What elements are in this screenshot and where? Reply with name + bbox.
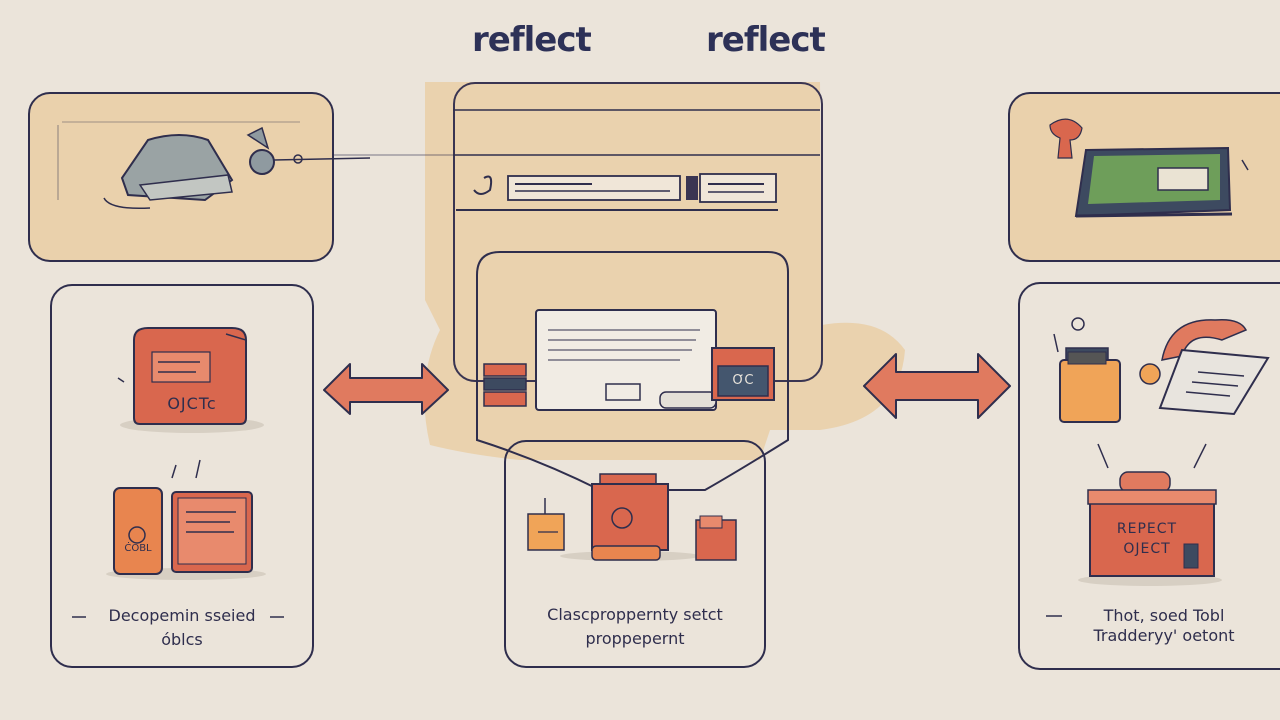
toolbox-label-line2: OJECT — [1123, 541, 1171, 557]
toolbar-bar — [456, 173, 778, 211]
hand-icon — [711, 347, 775, 401]
box-label: OJCTc — [167, 394, 217, 413]
question-icon — [695, 515, 737, 561]
phone-label: ĊOBL — [124, 543, 152, 554]
double-arrow-icon — [863, 353, 1011, 419]
title-left: reflect — [472, 20, 592, 60]
caption-bottom-right-line1: Thot, soed Tobl — [1103, 606, 1225, 625]
caption-bottom-center-line1: Clascproppernty setct — [547, 605, 723, 624]
tablet-icon — [1158, 348, 1270, 416]
document-box-icon — [120, 327, 264, 433]
panel-bottom-right — [1018, 282, 1280, 670]
toolbox-icon — [1078, 471, 1222, 586]
caption-bottom-right-line2: Tradderyy' oetont — [1093, 626, 1235, 645]
tablet-icon — [1074, 146, 1233, 218]
double-arrow-icon — [323, 363, 449, 415]
key-icon — [246, 126, 371, 175]
panel-bottom-left — [50, 284, 314, 668]
caption-bottom-left-line2: óblcs — [161, 630, 203, 649]
jar-icon — [1059, 347, 1121, 423]
jar-icon — [527, 498, 565, 551]
caption-bottom-left-line1: Decopemin sseied — [108, 606, 256, 625]
toolbox-label-line1: REPECT — [1116, 521, 1178, 537]
monitor-side-label: ƠC — [732, 373, 754, 388]
person-icon — [1049, 118, 1083, 159]
folder-box-icon — [560, 473, 700, 561]
panel-bottom-center — [504, 440, 766, 668]
database-stack-icon — [483, 363, 527, 407]
caption-bottom-center-line2: proppepernt — [585, 629, 685, 648]
question-icon — [1053, 317, 1085, 353]
title-right: reflect — [706, 20, 826, 60]
cap-icon — [103, 134, 234, 210]
book-icon — [171, 491, 253, 573]
